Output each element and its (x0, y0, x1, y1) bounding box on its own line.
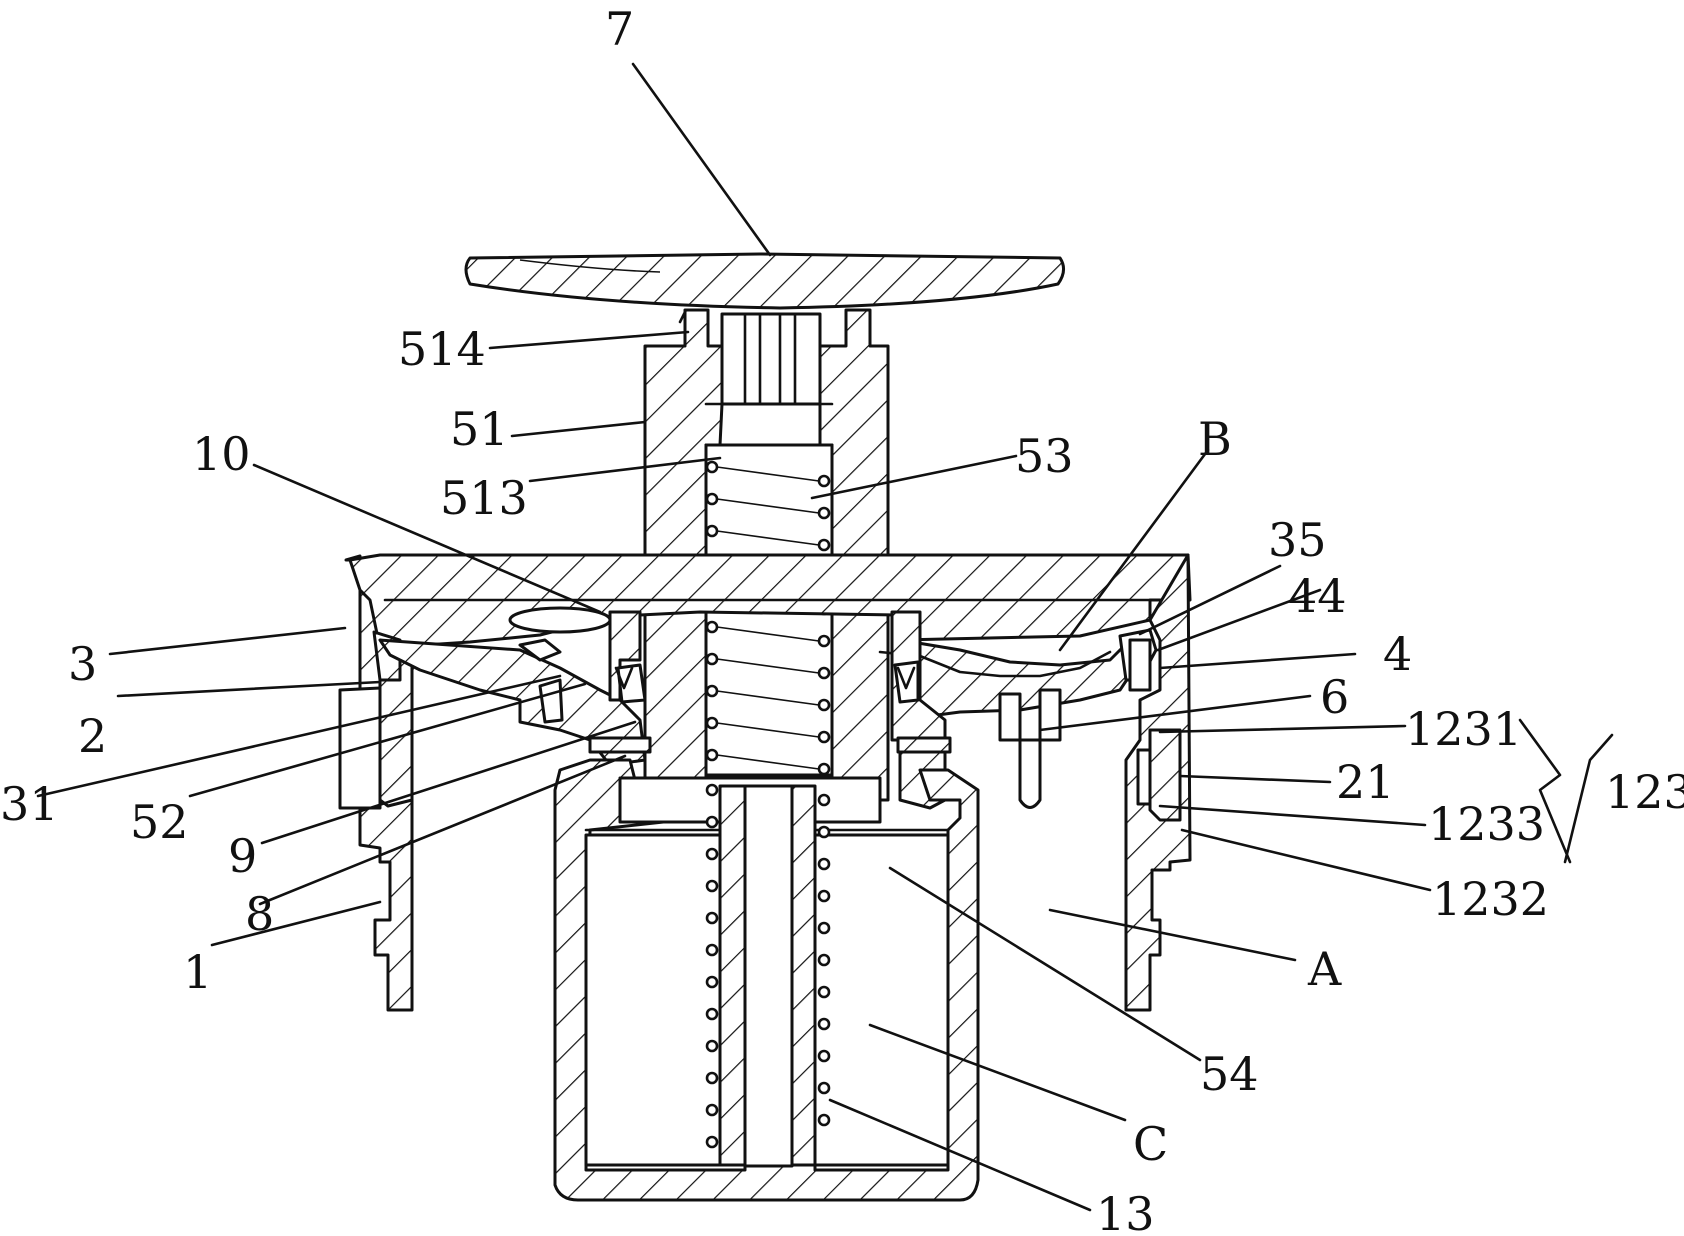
label-B: B (1198, 412, 1232, 466)
label-1233: 1233 (1428, 797, 1545, 851)
label-C: C (1133, 1117, 1168, 1171)
lower-cylinder (555, 760, 978, 1200)
label-7: 7 (605, 2, 634, 56)
label-513: 513 (440, 471, 528, 525)
label-21: 21 (1336, 755, 1395, 809)
label-35: 35 (1268, 513, 1327, 567)
label-8: 8 (245, 887, 274, 941)
label-4: 4 (1383, 627, 1412, 681)
push-cap (466, 254, 1064, 308)
label-9: 9 (228, 829, 257, 883)
label-A: A (1307, 942, 1342, 996)
label-1231: 1231 (1405, 702, 1522, 756)
label-53: 53 (1015, 429, 1074, 483)
label-13: 13 (1096, 1187, 1155, 1236)
label-44: 44 (1288, 569, 1347, 623)
label-514: 514 (398, 322, 486, 376)
label-10: 10 (192, 427, 251, 481)
label-54: 54 (1200, 1047, 1259, 1101)
label-31: 31 (0, 777, 59, 831)
label-123: 123 (1605, 765, 1684, 819)
label-1232: 1232 (1432, 872, 1549, 926)
label-3: 3 (68, 637, 97, 691)
label-52: 52 (130, 795, 189, 849)
label-1: 1 (183, 945, 212, 999)
label-51: 51 (450, 402, 509, 456)
label-2: 2 (78, 709, 107, 763)
label-6: 6 (1320, 670, 1349, 724)
